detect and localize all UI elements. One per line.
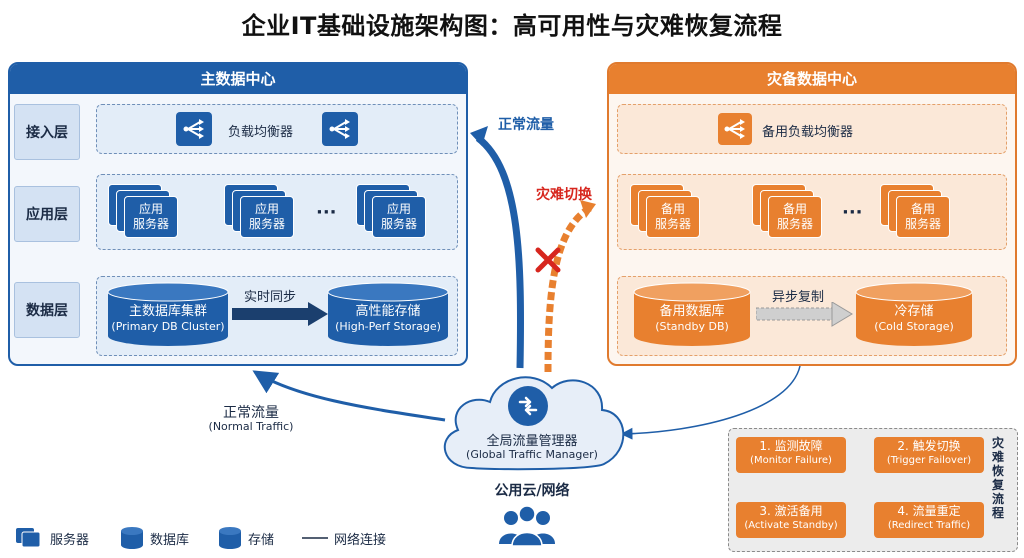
dr-step-sub: (Trigger Failover) [886, 455, 972, 466]
dr-ellipsis: ··· [842, 202, 863, 223]
dr-step-label: 3. 激活备用 [759, 504, 823, 518]
normal-traffic-left-sub: (Normal Traffic) [208, 420, 294, 433]
legend-server: 服务器 [14, 526, 89, 550]
load-balancer-icon [176, 112, 212, 146]
cross-icon [535, 247, 561, 273]
database-icon [107, 282, 229, 346]
storage-icon [327, 282, 449, 346]
cloud-label: 公用云/网络 [494, 483, 570, 499]
cold-storage-name: 冷存储 [894, 304, 934, 319]
sync-label: 实时同步 [244, 290, 297, 305]
gtm-name: 全局流量管理器 [486, 434, 578, 449]
normal-traffic-left-label: 正常流量 [223, 405, 279, 421]
server-icon: 备用 服务器 [768, 196, 822, 238]
dr-datacenter-header: 灾备数据中心 [609, 64, 1015, 94]
dr-load-balancer-label: 备用负载均衡器 [762, 125, 854, 140]
load-balancer-label: 负载均衡器 [228, 125, 294, 140]
server-icon: 备用 服务器 [896, 196, 950, 238]
layer-app-label: 应用层 [14, 186, 80, 242]
app-server-group: 应用 服务器 [224, 184, 300, 238]
server-icon: 应用 服务器 [124, 196, 178, 238]
primary-db: 主数据库集群 (Primary DB Cluster) [106, 304, 230, 334]
dr-step-label: 2. 触发切换 [897, 439, 961, 453]
ellipsis: ··· [316, 202, 337, 223]
sync-arrow [232, 302, 328, 326]
app-server-group: 应用 服务器 [108, 184, 184, 238]
standby-db-name: 备用数据库 [659, 304, 725, 319]
diagram-title: 企业IT基础设施架构图：高可用性与灾难恢复流程 [241, 12, 783, 40]
storage-icon [219, 527, 241, 549]
failover-arrow [544, 204, 592, 373]
legend-database-label: 数据库 [150, 532, 190, 548]
storage: 高性能存储 (High-Perf Storage) [326, 304, 450, 334]
main-datacenter-header: 主数据中心 [10, 64, 466, 94]
failover-label: 灾难切换 [536, 187, 592, 203]
server-icon: 应用 服务器 [240, 196, 294, 238]
globe-icon [508, 386, 548, 426]
dr-step-label: 1. 监测故障 [759, 439, 823, 453]
standby-db-sub: (Standby DB) [655, 320, 729, 333]
users-icon [499, 505, 555, 547]
gtm-sub: (Global Traffic Manager) [466, 448, 598, 461]
async-label: 异步复制 [772, 290, 825, 305]
dr-step-sub: (Redirect Traffic) [887, 520, 971, 531]
dr-step-activate: 3. 激活备用 (Activate Standby) [736, 502, 846, 538]
database-icon [121, 527, 143, 549]
dr-step-sub: (Monitor Failure) [750, 455, 832, 466]
normal-traffic-curve [252, 370, 446, 422]
server-icon [16, 528, 41, 548]
storage-icon [855, 282, 973, 346]
load-balancer-icon [322, 112, 358, 146]
server-icon: 应用 服务器 [372, 196, 426, 238]
legend-database: 数据库 [118, 526, 189, 550]
primary-db-name: 主数据库集群 [128, 304, 207, 319]
legend-storage: 存储 [216, 526, 274, 550]
cold-storage: 冷存储 (Cold Storage) [854, 304, 974, 334]
dr-flow-title: 灾难恢复流程 [992, 436, 1005, 520]
layer-data-label: 数据层 [14, 282, 80, 338]
primary-db-sub: (Primary DB Cluster) [111, 320, 225, 333]
dr-step-monitor: 1. 监测故障 (Monitor Failure) [736, 437, 846, 473]
dr-step-trigger: 2. 触发切换 (Trigger Failover) [874, 437, 984, 473]
access-zone [96, 104, 458, 154]
dr-step-label: 4. 流量重定 [897, 504, 961, 518]
dr-access-zone [617, 104, 1007, 154]
dr-server-group: 备用 服务器 [880, 184, 956, 238]
load-balancer-icon [718, 113, 752, 145]
legend-network-label: 网络连接 [334, 532, 387, 548]
standby-db: 备用数据库 (Standby DB) [632, 304, 752, 334]
dr-step-redirect: 4. 流量重定 (Redirect Traffic) [874, 502, 984, 538]
dr-to-gtm-line [620, 365, 801, 440]
dr-server-group: 备用 服务器 [630, 184, 706, 238]
database-icon [633, 282, 751, 346]
normal-traffic-top-label: 正常流量 [498, 117, 554, 133]
layer-access-label: 接入层 [14, 104, 80, 160]
legend-network: 网络连接 [300, 526, 386, 550]
storage-name: 高性能存储 [355, 304, 421, 319]
legend-storage-label: 存储 [248, 532, 275, 548]
server-icon: 备用 服务器 [646, 196, 700, 238]
legend-server-label: 服务器 [50, 532, 90, 548]
async-arrow [756, 302, 853, 327]
network-line-icon [302, 537, 328, 539]
cold-storage-sub: (Cold Storage) [874, 320, 954, 333]
dr-step-sub: (Activate Standby) [744, 520, 838, 531]
dr-server-group: 备用 服务器 [752, 184, 828, 238]
normal-traffic-arrow [475, 135, 524, 369]
storage-sub: (High-Perf Storage) [335, 320, 441, 333]
app-server-group: 应用 服务器 [356, 184, 432, 238]
